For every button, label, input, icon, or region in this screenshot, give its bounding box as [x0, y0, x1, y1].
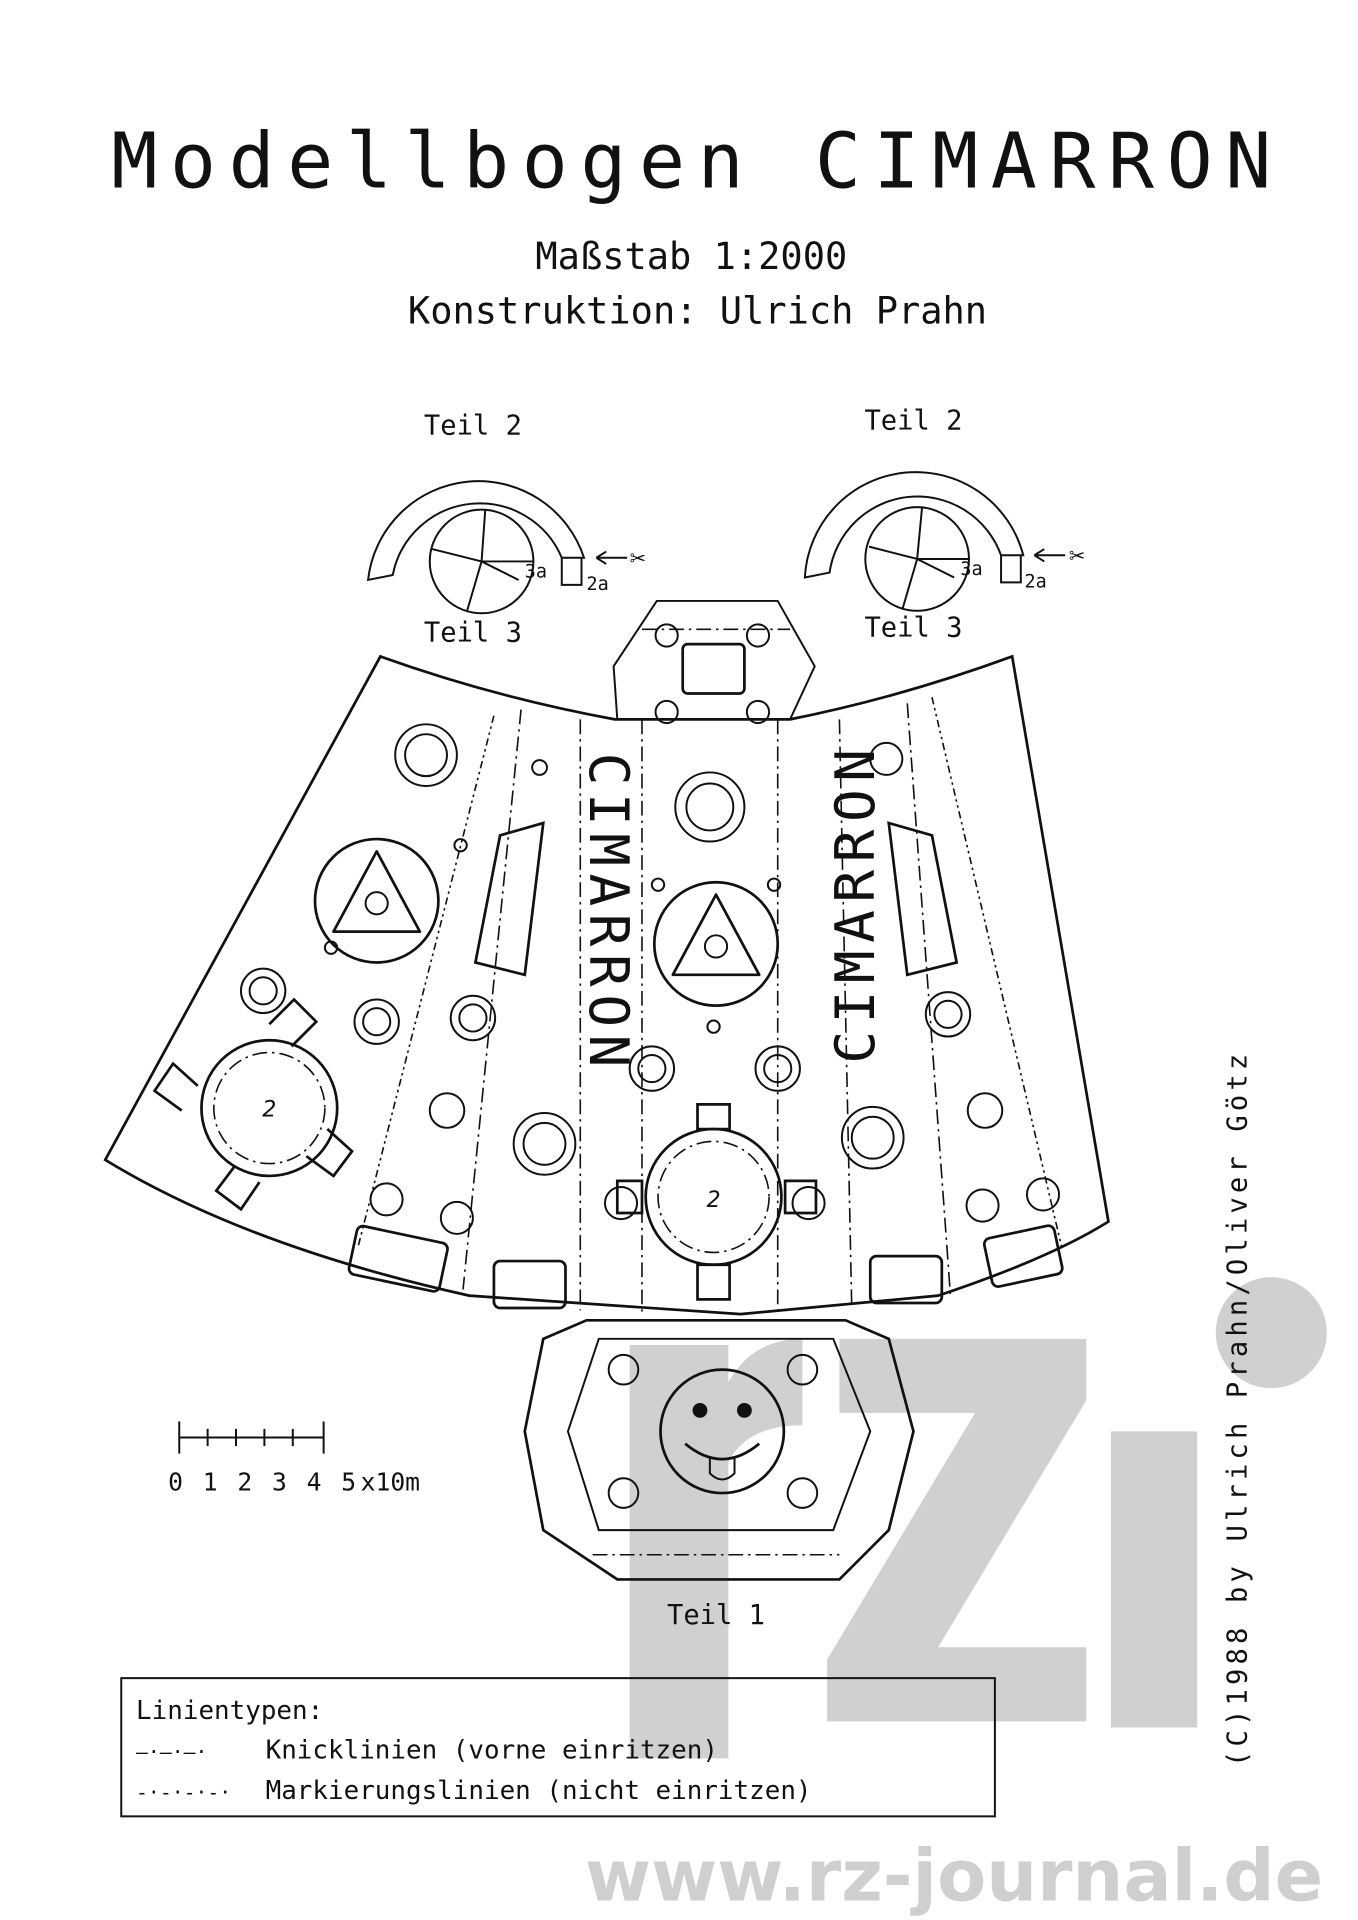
part-2-3-left: Teil 2 3a 2a ✂ Teil 3 [366, 410, 647, 649]
watermark-url: www.rz-journal.de [585, 1834, 1323, 1917]
copyright: (C)1988 by Ulrich Prahn/Oliver Götz [1223, 1054, 1254, 1767]
mount-left: 2 [152, 997, 354, 1212]
part-1-piece: Teil 1 [523, 1318, 915, 1631]
legend-sample-fold: —·—·—· [136, 1740, 207, 1763]
scissors-icon: ✂ [630, 547, 647, 570]
scale-bar-unit: x10m [361, 1468, 420, 1497]
line-type-legend: Linientypen: —·—·—· Knicklinien (vorne e… [120, 1677, 996, 1818]
legend-label-marking: Markierungslinien (nicht einritzen) [266, 1776, 812, 1806]
part-label: Teil 3 [424, 618, 522, 649]
part-label: Teil 2 [864, 405, 962, 436]
legend-sample-marking: -·-·-·-· [136, 1781, 231, 1804]
scale-bar: 0 1 2 3 4 5 x10m [168, 1421, 420, 1497]
watermark-logo-dot [1215, 1277, 1327, 1389]
part-label: Teil 1 [667, 1600, 765, 1631]
mount-center: 2 [615, 1103, 818, 1301]
ship-name-right: CIMARRON [824, 749, 887, 1064]
top-tab-piece [612, 599, 816, 725]
watermark-logo-z [827, 1338, 1087, 1722]
scale-label: Maßstab 1:2000 [535, 235, 847, 278]
tab-label: 3a [960, 559, 982, 580]
tab-label: 3a [525, 561, 547, 582]
part-label: Teil 2 [424, 410, 522, 441]
watermark-logo-i [1110, 1431, 1198, 1728]
ship-name-left: CIMARRON [577, 753, 640, 1068]
scale-bar-ticks: 0 1 2 3 4 5 [168, 1468, 358, 1497]
watermark-logo-r [629, 1338, 803, 1759]
mount-marker: 2 [262, 1097, 276, 1123]
watermark: www.rz-journal.de [585, 1277, 1327, 1917]
scissors-icon: ✂ [1069, 545, 1086, 568]
tab-label: 2a [586, 574, 608, 595]
legend-label-fold: Knicklinien (vorne einritzen) [266, 1735, 718, 1765]
legend-title: Linientypen: [136, 1696, 323, 1726]
construction-label: Konstruktion: Ulrich Prahn [408, 289, 987, 332]
mount-marker: 2 [706, 1187, 720, 1213]
main-hull-piece: 2 2 CIMARRON CIMARRON [103, 654, 1110, 1316]
part-2-3-right: Teil 2 3a 2a ✂ Teil 3 [803, 405, 1086, 644]
part-label: Teil 3 [864, 613, 962, 644]
tab-label: 2a [1025, 571, 1047, 592]
page-title: Modellbogen CIMARRON [111, 118, 1271, 207]
